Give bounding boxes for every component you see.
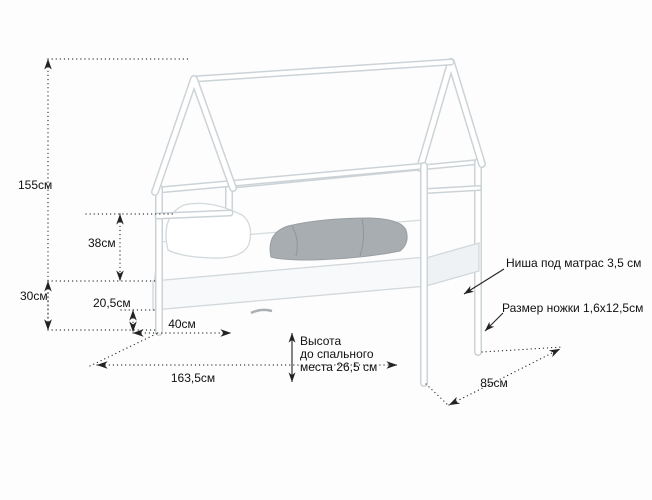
mattress-niche-leader (463, 268, 505, 295)
dimension-lines (44, 58, 564, 407)
dimension-guard-rail-height (47, 213, 174, 282)
sleeping-height-note-line2: до спального (300, 347, 374, 361)
entry-opening-label: 40см (168, 317, 196, 331)
front-top-rail (155, 162, 428, 194)
leg-size-leader (484, 312, 504, 332)
dimension-bed-length (89, 331, 398, 369)
bed-depth-label: 85см (480, 376, 508, 390)
sleeping-height-note-line1: Высота (300, 334, 342, 348)
blanket-fold (359, 218, 365, 257)
panel-handle (250, 308, 273, 315)
dimension-bed-depth (425, 346, 564, 407)
right-gable-crossbar (424, 185, 482, 194)
dimension-under-bed-clearance (120, 309, 158, 333)
under-bed-clearance-label: 20,5см (93, 296, 131, 310)
dimension-labels: 155см 38см 30см 20,5см 40см 163,5см 85см… (18, 178, 643, 390)
left-gable-roof (151, 75, 237, 196)
blanket (269, 217, 408, 261)
left-gable-crossbar (154, 209, 234, 220)
roof-ridge (190, 58, 455, 83)
sleeping-height-note-line3: места 26,5 см (300, 360, 377, 374)
guard-rail-height-label: 38см (88, 236, 116, 250)
mattress-niche-label: Ниша под матрас 3,5 см (506, 256, 641, 270)
bed-length-label: 163,5см (171, 371, 215, 385)
blanket-fold (291, 225, 298, 257)
bed-drawing (151, 58, 486, 387)
total-height-label: 155см (18, 178, 52, 192)
frame-height-label: 30см (20, 289, 48, 303)
leg-size-label: Размер ножки 1,6x12,5см (502, 301, 643, 315)
